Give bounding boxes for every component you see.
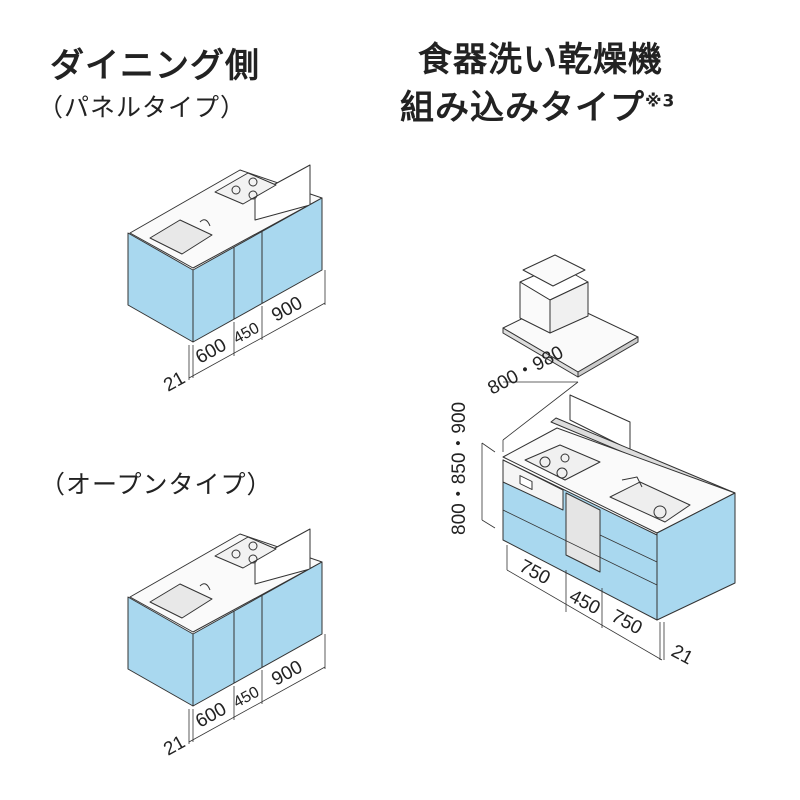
hood-height-dim: 800・980 xyxy=(484,342,567,399)
dim-900: 900 xyxy=(268,293,306,327)
dim-21: 21 xyxy=(160,732,189,761)
dishwasher-title-text: 組み込みタイプ xyxy=(400,88,645,128)
open-type-subtitle: （オープンタイプ） xyxy=(40,470,273,499)
dim-450: 450 xyxy=(231,320,263,348)
range-hood xyxy=(502,254,639,378)
dim-450: 450 xyxy=(231,684,263,712)
counter-height-dim: 800・850・900 xyxy=(449,402,470,535)
dishwasher-title-line2: 組み込みタイプ※3 xyxy=(400,80,675,129)
note-marker: ※3 xyxy=(645,91,676,112)
dim-21: 21 xyxy=(668,641,697,669)
dining-side-title: ダイニング側 xyxy=(50,46,260,86)
panel-type-subtitle: （パネルタイプ） xyxy=(38,93,247,122)
dishwasher-title-line1: 食器洗い乾燥機 xyxy=(418,40,663,80)
dim-21: 21 xyxy=(160,368,189,397)
dim-900: 900 xyxy=(268,657,306,691)
dishwasher-kitchen xyxy=(481,254,736,661)
dim-450: 450 xyxy=(566,586,604,619)
